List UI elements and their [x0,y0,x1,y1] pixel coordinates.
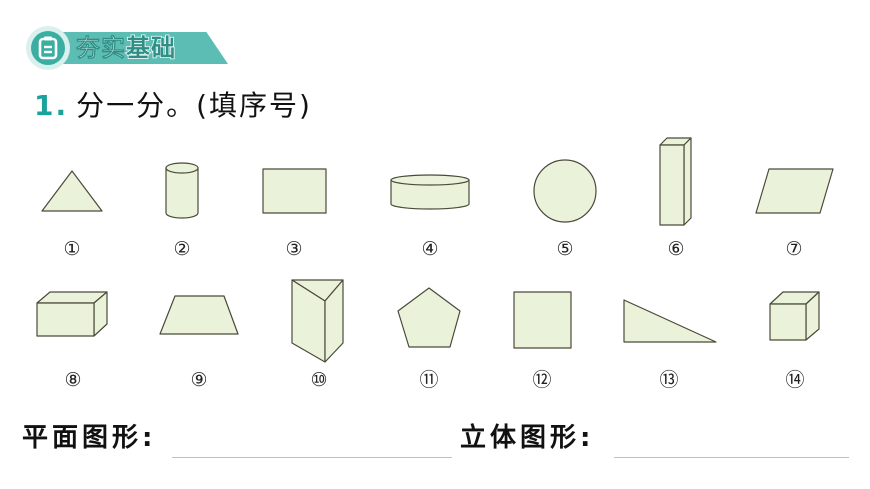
shape-parallelogram [755,168,834,214]
shape-label-11: ⑪ [419,369,439,391]
shape-label-10: ⑩ [310,369,328,391]
shape-label-5: ⑤ [556,238,574,260]
badge [26,26,70,70]
solid-shapes-label: 立体图形: [460,423,595,453]
shape-label-13: ⑬ [659,369,679,391]
shape-flat-cylinder [390,174,470,210]
shape-label-2: ② [173,238,191,260]
shape-triangular-prism [291,279,344,363]
shape-trapezoid [159,295,239,335]
section-banner: 夯实基础 [26,26,231,70]
question-text: 分一分。(填序号) [76,89,312,122]
shape-label-12: ⑫ [532,369,552,391]
shape-label-1: ① [63,238,81,260]
clipboard-icon [38,36,58,60]
shape-cube [769,291,820,341]
shape-pentagon [397,287,461,348]
question-prompt: 1.分一分。(填序号) [34,88,312,124]
plane-shapes-label: 平面图形: [22,423,157,453]
shape-label-14: ⑭ [785,369,805,391]
shape-cylinder [165,162,199,219]
section-title-part1: 夯实 [76,34,126,63]
question-number: 1. [34,89,69,122]
shape-triangle [41,170,103,212]
shape-tall-cuboid [659,137,692,226]
shape-circle [533,159,597,223]
shape-label-4: ④ [421,238,439,260]
section-title: 夯实基础 [76,33,176,63]
shape-cuboid [36,291,108,337]
shape-square [513,291,572,349]
shape-label-8: ⑧ [64,369,82,391]
section-title-part2: 基础 [125,33,176,63]
shape-label-6: ⑥ [667,238,685,260]
shape-label-9: ⑨ [190,369,208,391]
banner-background [48,32,228,64]
shape-label-7: ⑦ [785,238,803,260]
plane-shapes-answer-field[interactable] [172,457,452,458]
shape-rectangle [262,168,327,214]
solid-shapes-answer-field[interactable] [614,457,849,458]
shape-label-3: ③ [285,238,303,260]
badge-inner [31,31,65,65]
shape-right-triangle [623,299,717,343]
